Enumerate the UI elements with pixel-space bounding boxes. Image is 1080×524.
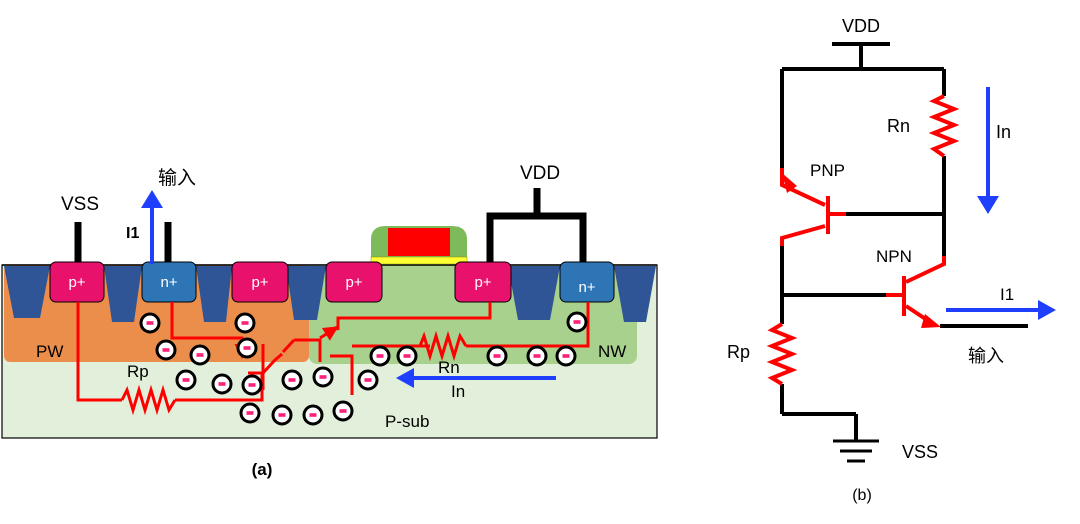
- input-arrow-head: [141, 190, 163, 208]
- n-plus-label: n+: [578, 279, 595, 296]
- caption-b: (b): [852, 487, 872, 504]
- panel-b: VDD VSS Rn In: [727, 16, 1056, 504]
- p-plus-3: [325, 261, 383, 303]
- pw-label: PW: [36, 342, 63, 361]
- electron-icon: [486, 345, 508, 367]
- resistor-icon: [418, 330, 468, 362]
- electron-icon: [241, 374, 263, 396]
- electron-icon: [369, 345, 391, 367]
- diffusion-regions: p+ n+ p+ p+ p+ n+: [49, 261, 615, 303]
- resistor-icon: [766, 322, 798, 386]
- pmos-gate: [370, 226, 468, 265]
- ground-icon: [833, 439, 879, 463]
- rn-label: Rn: [438, 358, 460, 377]
- electron-icon: [236, 337, 258, 359]
- electron-icon: [526, 345, 548, 367]
- electron-icon: [302, 404, 324, 426]
- electron-icon: [155, 339, 177, 361]
- electron-icon: [189, 344, 211, 366]
- in-label-b: In: [996, 122, 1011, 142]
- electron-icon: [234, 312, 256, 334]
- i1-label: I1: [126, 225, 139, 242]
- psub-label: P-sub: [385, 412, 429, 431]
- resistor-icon: [120, 384, 177, 416]
- resistor-icon: [928, 94, 960, 158]
- rp-label-b: Rp: [727, 342, 750, 362]
- rp-label: Rp: [127, 362, 149, 381]
- vss-label-b: VSS: [902, 442, 938, 462]
- pnp-transistor: [780, 168, 846, 246]
- nw-label: NW: [598, 342, 626, 361]
- vdd-label-b: VDD: [842, 16, 880, 36]
- electron-icon: [555, 345, 577, 367]
- vss-label: VSS: [61, 194, 99, 215]
- electron-icon: [312, 366, 334, 388]
- panel-a: p+ n+ p+ p+ p+ n+ VSS 输入 I1 VDD: [1, 163, 658, 479]
- p-plus-label: p+: [68, 274, 85, 291]
- circuit-wires: [780, 42, 1028, 440]
- electron-icon: [357, 369, 379, 391]
- i1-label-b: I1: [1000, 285, 1014, 304]
- p-plus-label: p+: [251, 274, 268, 291]
- terminals: [74, 188, 587, 262]
- electron-icon: [332, 400, 354, 422]
- npn-label: NPN: [876, 247, 912, 266]
- electron-icon: [396, 345, 418, 367]
- electron-icon: [271, 404, 293, 426]
- input-label: 输入: [158, 167, 196, 189]
- pnp-label: PNP: [810, 161, 845, 180]
- rn-label-b: Rn: [887, 116, 910, 136]
- p-plus-2: [231, 261, 289, 303]
- electron-icon: [566, 311, 588, 333]
- electron-icon: [281, 369, 303, 391]
- n-plus-label: n+: [160, 274, 177, 291]
- electron-icon: [139, 312, 161, 334]
- caption-a: (a): [252, 460, 273, 479]
- vdd-label: VDD: [520, 163, 560, 184]
- p-plus-4: [454, 261, 512, 303]
- electron-icon: [175, 369, 197, 391]
- input-label-b: 输入: [968, 346, 1004, 366]
- p-plus-label: p+: [345, 274, 362, 291]
- electron-icon: [211, 373, 233, 395]
- in-label: In: [451, 382, 465, 401]
- p-plus-label: p+: [474, 274, 491, 291]
- electron-icon: [239, 402, 261, 424]
- sti-isolation: [4, 266, 656, 322]
